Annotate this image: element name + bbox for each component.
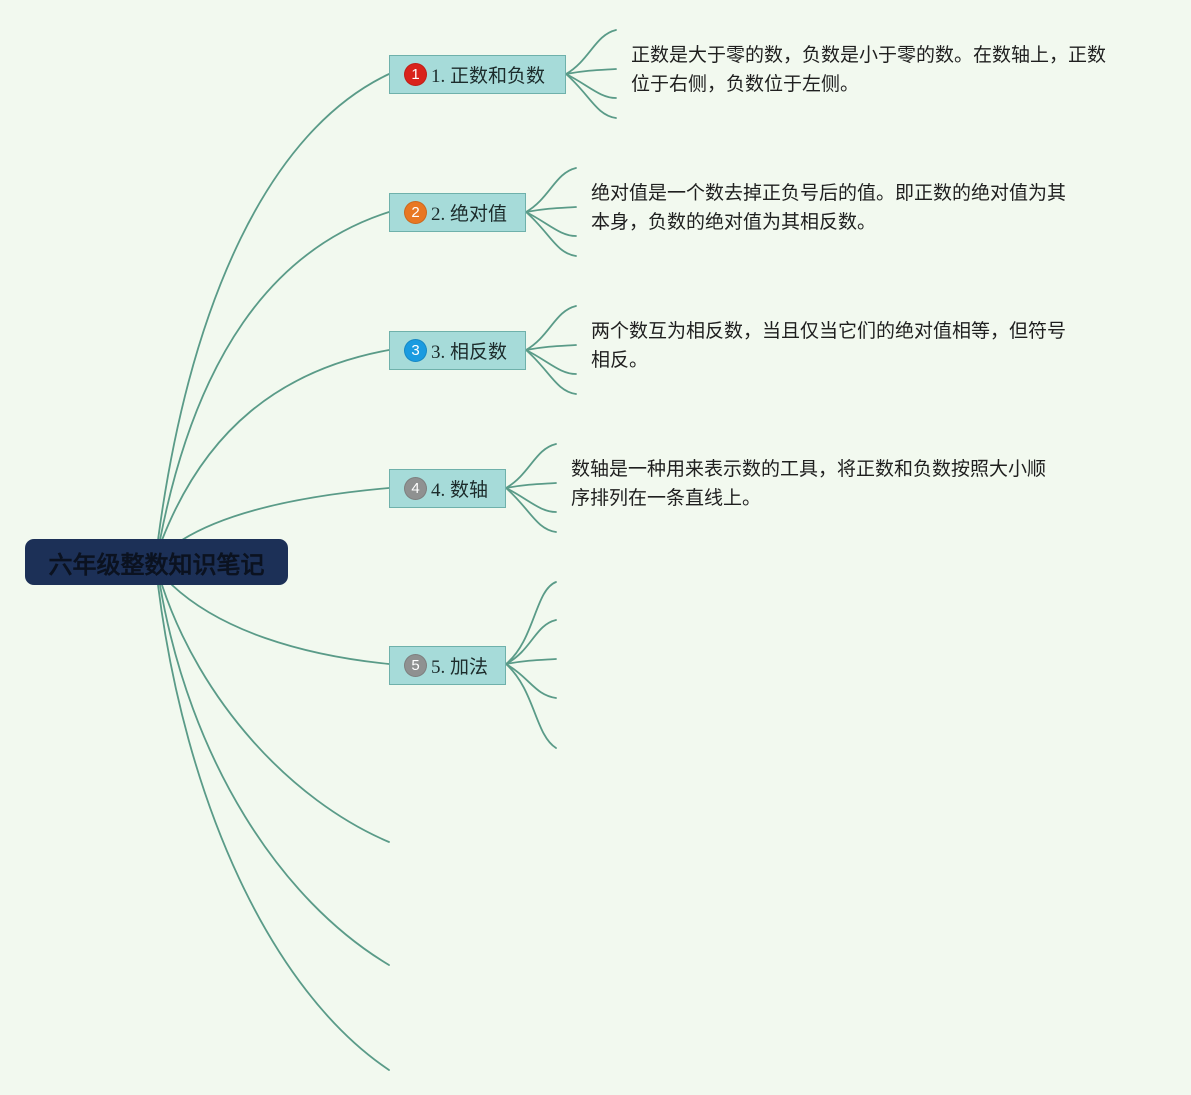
note-line: 相反。 <box>591 349 649 371</box>
note-line: 位于右侧，负数位于左侧。 <box>631 73 860 95</box>
priority-2-icon: 2 <box>404 201 427 224</box>
topic-label: 4. 数轴 <box>431 480 489 501</box>
topic-label: 5. 加法 <box>431 657 489 678</box>
note-line: 数轴是一种用来表示数的工具，将正数和负数按照大小顺 <box>571 458 1047 480</box>
note-line: 正数是大于零的数，负数是小于零的数。在数轴上，正数 <box>631 44 1107 66</box>
topic-positive-negative[interactable]: 1 1. 正数和负数 <box>389 55 566 94</box>
note-line: 两个数互为相反数，当且仅当它们的绝对值相等，但符号 <box>591 320 1067 342</box>
root-branch-5 <box>171 584 390 665</box>
priority-4-icon: 4 <box>404 477 427 500</box>
topic-label: 1. 正数和负数 <box>431 66 546 87</box>
root-branch-7 <box>159 584 390 966</box>
root-branch-2 <box>159 211 390 541</box>
root-branch-8 <box>157 584 390 1071</box>
topic-number-line[interactable]: 4 4. 数轴 <box>389 469 506 508</box>
note-absolute-value: 绝对值是一个数去掉正负号后的值。即正数的绝对值为其 本身，负数的绝对值为其相反数… <box>591 179 1066 237</box>
root-branch-3 <box>161 349 390 541</box>
topic-absolute-value[interactable]: 2 2. 绝对值 <box>389 193 526 232</box>
note-line: 绝对值是一个数去掉正负号后的值。即正数的绝对值为其 <box>591 182 1067 204</box>
priority-5-icon: 5 <box>404 654 427 677</box>
priority-3-icon: 3 <box>404 339 427 362</box>
priority-1-icon: 1 <box>404 63 427 86</box>
note-line: 序排列在一条直线上。 <box>571 487 762 509</box>
note-line: 本身，负数的绝对值为其相反数。 <box>591 211 877 233</box>
note-opposite-number: 两个数互为相反数，当且仅当它们的绝对值相等，但符号 相反。 <box>591 317 1066 375</box>
note-positive-negative: 正数是大于零的数，负数是小于零的数。在数轴上，正数 位于右侧，负数位于左侧。 <box>631 41 1106 99</box>
root-branch-1 <box>157 73 390 541</box>
topic-label: 2. 绝对值 <box>431 204 508 225</box>
note-number-line: 数轴是一种用来表示数的工具，将正数和负数按照大小顺 序排列在一条直线上。 <box>571 455 1046 513</box>
topic-label: 3. 相反数 <box>431 342 508 363</box>
topic-addition[interactable]: 5 5. 加法 <box>389 646 506 685</box>
topic-opposite-number[interactable]: 3 3. 相反数 <box>389 331 526 370</box>
root-branch-4 <box>181 487 390 541</box>
root-branch-6 <box>161 584 390 843</box>
root-topic[interactable]: 六年级整数知识笔记 <box>25 539 288 585</box>
root-topic-label: 六年级整数知识笔记 <box>48 550 265 579</box>
